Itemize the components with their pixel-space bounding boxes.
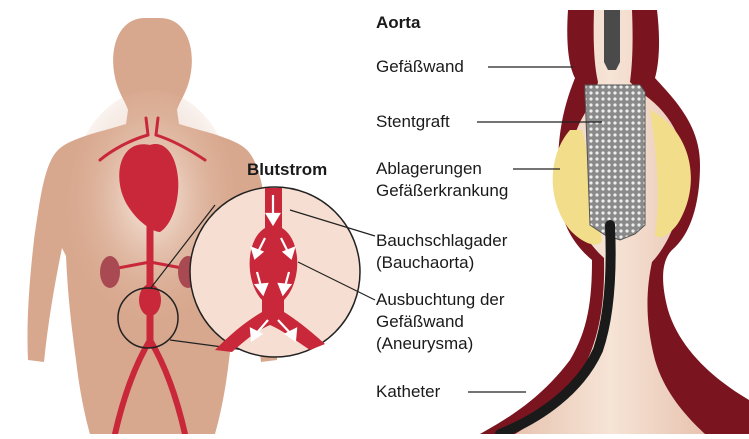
aorta-cross-section [480, 10, 749, 434]
label-vascular-disease: Gefäßerkrankung [376, 180, 508, 201]
label-aneurysm: (Aneurysma) [376, 333, 473, 354]
label-abdominal-aorta: (Bauchaorta) [376, 252, 474, 273]
delivery-tip [604, 10, 620, 70]
magnified-view [190, 187, 360, 357]
label-bulge-wall: Gefäßwand [376, 311, 464, 332]
label-catheter: Katheter [376, 381, 440, 402]
label-stentgraft: Stentgraft [376, 111, 450, 132]
label-vessel-wall: Gefäßwand [376, 56, 464, 77]
stentgraft [585, 85, 645, 240]
kidney-left [100, 256, 120, 288]
label-aorta: Aorta [376, 12, 420, 33]
label-bulge: Ausbuchtung der [376, 289, 505, 310]
label-deposits: Ablagerungen [376, 158, 482, 179]
label-blood-flow: Blutstrom [247, 159, 327, 180]
label-abdominal-artery: Bauchschlagader [376, 230, 507, 251]
